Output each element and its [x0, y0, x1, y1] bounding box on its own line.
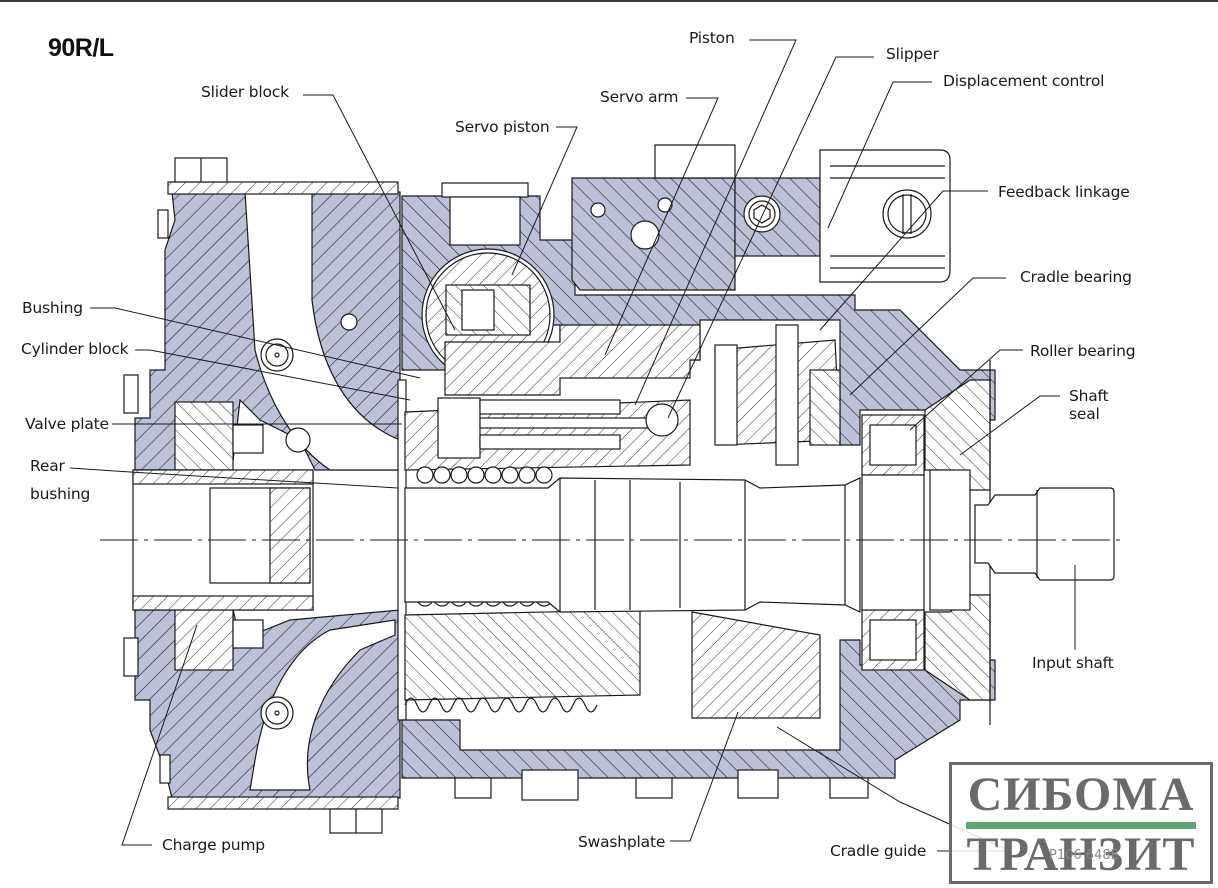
swashplate [691, 611, 821, 719]
label-servo-arm: Servo arm [600, 88, 679, 106]
leader-shaft-seal [959, 395, 1060, 456]
leader-feedback-linkage [819, 190, 988, 331]
coil-spring [404, 697, 598, 713]
piston-ball [645, 403, 679, 437]
top-border [0, 0, 1218, 2]
leader-roller-bearing [909, 349, 1023, 431]
logo-divider [966, 822, 1196, 829]
leader-bushing [90, 307, 421, 379]
label-rear-bushing-line2: bushing [30, 485, 91, 503]
drawing-number: P106 648E [1049, 848, 1119, 863]
leader-slipper [667, 56, 874, 419]
label-displacement-control: Displacement control [943, 72, 1105, 90]
label-charge-pump: Charge pump [162, 836, 265, 854]
logo-line2: ТРАНЗИТ [966, 828, 1196, 881]
bottom-plate [167, 796, 399, 810]
charge-pump-gear-lower [174, 604, 234, 671]
leader-servo-arm [604, 97, 719, 356]
label-roller-bearing: Roller bearing [1030, 342, 1136, 360]
label-slider-block: Slider block [201, 83, 289, 101]
charge-pump-gear-upper [174, 401, 234, 471]
leader-displacement-control [827, 81, 932, 229]
label-input-shaft: Input shaft [1032, 654, 1114, 672]
label-feedback-linkage: Feedback linkage [998, 183, 1130, 201]
main-shaft [404, 477, 861, 613]
spring-upper [416, 466, 553, 484]
leader-piston [634, 39, 797, 406]
leader-slider-block [303, 94, 456, 331]
company-logo: СИБОМА ТРАНЗИТ [949, 762, 1213, 884]
logo-line1: СИБОМА [967, 768, 1195, 821]
label-piston: Piston [689, 29, 735, 47]
label-cradle-bearing: Cradle bearing [1020, 268, 1132, 286]
label-valve-plate: Valve plate [25, 415, 109, 433]
model-title: 90R/L [48, 34, 114, 62]
cradle-bearing [809, 369, 841, 446]
front-cover [924, 379, 991, 491]
leader-swashplate [670, 711, 739, 842]
label-shaft-seal: Shaft seal [1069, 387, 1109, 423]
leader-servo-piston [511, 126, 578, 276]
label-cylinder-block: Cylinder block [21, 340, 129, 358]
label-cradle-guide: Cradle guide [830, 842, 927, 860]
piston-bore [437, 397, 481, 459]
leader-cylinder-block [135, 349, 411, 401]
label-servo-piston: Servo piston [455, 118, 550, 136]
servo-piston-cap [441, 182, 529, 198]
leader-rear-bushing [69, 467, 399, 489]
label-slipper: Slipper [886, 45, 939, 63]
input-shaft [974, 487, 1115, 581]
leader-charge-pump [121, 624, 198, 846]
bearing-race [861, 474, 925, 611]
top-plate [167, 181, 399, 195]
leader-lines [69, 39, 1076, 852]
label-rear-bushing-line1: Rear [30, 457, 65, 475]
servo-arm [444, 324, 701, 396]
label-bushing: Bushing [22, 299, 83, 317]
leader-cradle-bearing [849, 277, 1006, 396]
label-swashplate: Swashplate [578, 833, 666, 851]
